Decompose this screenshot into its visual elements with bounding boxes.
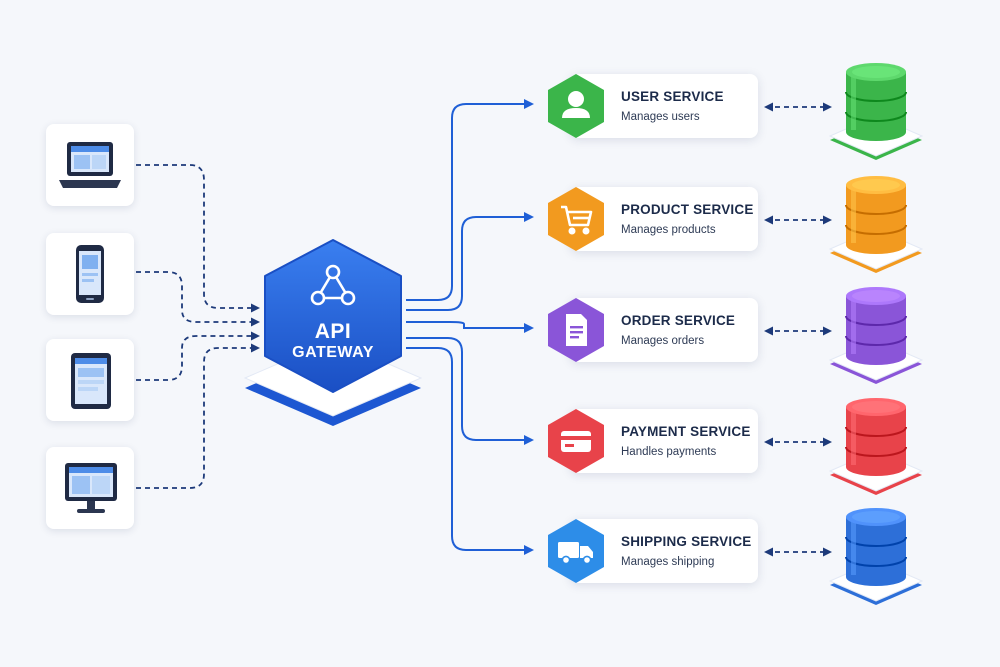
database-icon — [828, 508, 924, 605]
service-card-order[interactable]: ORDER SERVICE Manages orders — [540, 296, 758, 364]
client-desktop — [46, 447, 134, 529]
database-payment — [826, 397, 926, 499]
database-user — [826, 62, 926, 164]
client-smartphone — [46, 233, 134, 315]
network-nodes-icon — [310, 264, 356, 306]
service-title: PAYMENT SERVICE — [621, 424, 751, 439]
client-connector-laptop — [136, 164, 260, 313]
database-icon — [828, 176, 924, 273]
service-description: Handles payments — [621, 446, 717, 458]
route-user-service — [406, 99, 534, 301]
tablet-icon — [71, 353, 111, 409]
service-card-product[interactable]: PRODUCT SERVICE Manages products — [540, 185, 758, 253]
service-title: PRODUCT SERVICE — [621, 202, 754, 217]
database-product — [826, 175, 926, 277]
client-connector-desktop — [136, 343, 260, 489]
service-card-payment[interactable]: PAYMENT SERVICE Handles payments — [540, 407, 758, 475]
client-connector-tablet — [136, 331, 260, 381]
route-payment-service — [406, 337, 534, 445]
service-title: SHIPPING SERVICE — [621, 534, 752, 549]
smartphone-icon — [76, 245, 104, 303]
service-title: ORDER SERVICE — [621, 313, 736, 328]
cart-icon — [561, 205, 593, 235]
user-icon — [562, 91, 590, 118]
document-icon — [566, 314, 587, 346]
route-shipping-service — [406, 347, 534, 555]
service-description: Manages orders — [621, 335, 705, 347]
route-order-service — [406, 321, 534, 333]
route-product-service — [406, 212, 534, 311]
desktop-monitor-icon — [65, 463, 117, 513]
database-shipping — [826, 507, 926, 609]
service-description: Manages users — [621, 111, 700, 123]
service-card-shipping[interactable]: SHIPPING SERVICE Manages shipping — [540, 517, 758, 585]
gateway-label-line2: GATEWAY — [292, 344, 374, 361]
api-gateway: API GATEWAY — [243, 232, 423, 437]
client-laptop — [46, 124, 134, 206]
database-order — [826, 286, 926, 388]
service-title: USER SERVICE — [621, 89, 724, 104]
database-icon — [828, 63, 924, 160]
credit-card-icon — [561, 431, 591, 452]
database-icon — [828, 398, 924, 495]
laptop-icon — [59, 142, 121, 188]
truck-icon — [558, 542, 593, 565]
client-connector-phone — [136, 271, 260, 327]
gateway-label-line1: API — [314, 320, 352, 343]
service-description: Manages shipping — [621, 556, 715, 568]
client-tablet — [46, 339, 134, 421]
database-icon — [828, 287, 924, 384]
service-description: Manages products — [621, 224, 716, 236]
service-card-user[interactable]: USER SERVICE Manages users — [540, 72, 758, 140]
